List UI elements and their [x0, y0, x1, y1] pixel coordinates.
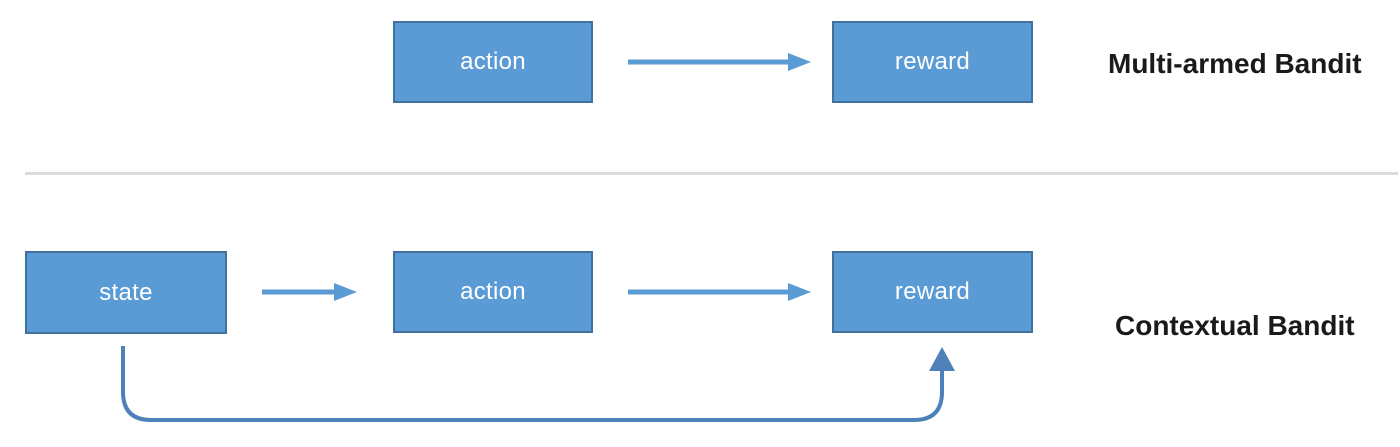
node-reward-top-label: reward	[894, 48, 971, 75]
node-state: state	[25, 251, 227, 334]
divider-line	[25, 172, 1398, 175]
arrow-action-to-reward-top	[628, 53, 811, 71]
arrow-state-to-action	[262, 283, 357, 301]
node-reward-bottom-label: reward	[894, 278, 971, 305]
connector-state-to-reward	[121, 346, 955, 422]
label-contextual-bandit: Contextual Bandit	[1115, 310, 1355, 341]
node-action-top-label: action	[460, 48, 526, 75]
node-action-top: action	[393, 21, 593, 103]
node-reward-bottom: reward	[832, 251, 1033, 333]
node-state-label: state	[99, 278, 153, 306]
label-multi-armed-bandit: Multi-armed Bandit	[1108, 48, 1362, 79]
node-action-bottom: action	[393, 251, 593, 333]
node-reward-top: reward	[832, 21, 1033, 103]
node-action-bottom-label: action	[460, 278, 526, 305]
arrow-action-to-reward-bottom	[628, 283, 811, 301]
